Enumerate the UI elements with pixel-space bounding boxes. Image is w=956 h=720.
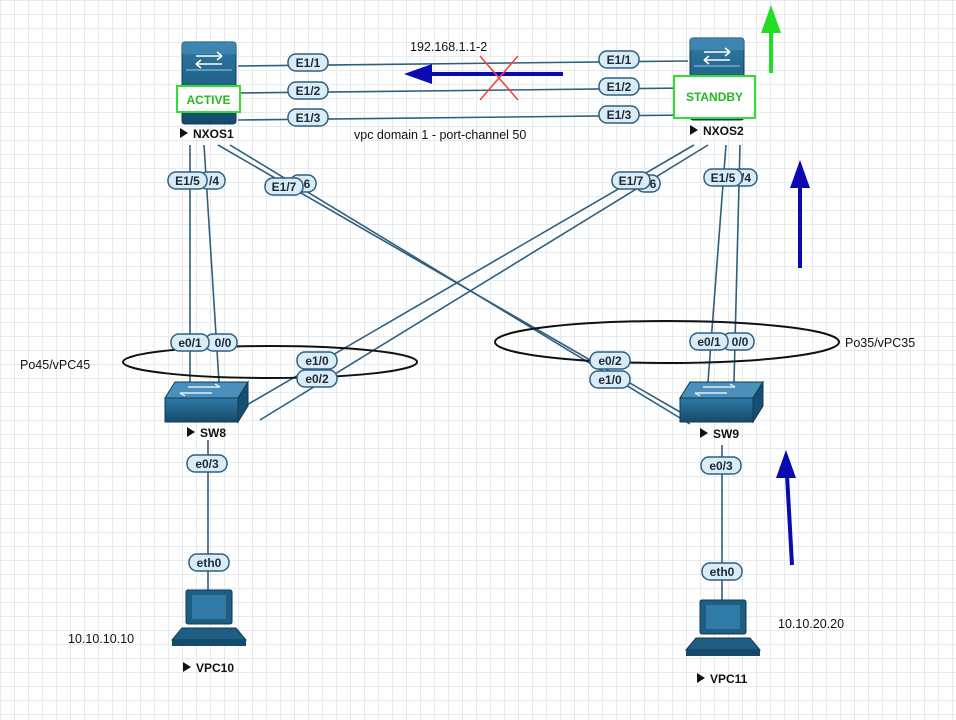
svg-text:e0/3: e0/3: [709, 459, 733, 473]
port-label: E1/5: [703, 168, 743, 187]
port-label: E1/2: [598, 77, 640, 96]
svg-text:e1/0: e1/0: [305, 354, 329, 368]
svg-text:E1/2: E1/2: [607, 80, 632, 94]
svg-text:/4: /4: [741, 171, 751, 185]
port-label: e0/2: [296, 369, 338, 388]
status-badge-standby: STANDBY: [673, 75, 756, 119]
vpc-domain-annotation: vpc domain 1 - port-channel 50: [354, 128, 526, 142]
vpc10-ip-annotation: 10.10.10.10: [68, 632, 134, 646]
port-label: E1/1: [598, 50, 640, 69]
pc-icon[interactable]: [684, 599, 762, 656]
port-label: eth0: [701, 562, 743, 581]
svg-text:e0/1: e0/1: [697, 335, 721, 349]
play-triangle-icon: [183, 662, 191, 672]
port-channel-ellipse-po45: [122, 345, 418, 379]
switch-icon[interactable]: [679, 380, 764, 424]
svg-text:e0/1: e0/1: [178, 336, 202, 350]
svg-text:0/0: 0/0: [732, 335, 749, 349]
node-label-nxos2: NXOS2: [703, 124, 744, 138]
port-label: e0/3: [186, 454, 228, 473]
ports: E1/1 E1/2 E1/3 E1/1 E1/2 E1/3 /4 E1/5 6 …: [167, 50, 758, 581]
svg-text:e0/3: e0/3: [195, 457, 219, 471]
node-label-vpc11: VPC11: [710, 672, 748, 686]
po35-annotation: Po35/vPC35: [845, 336, 915, 350]
port-label: E1/1: [287, 53, 329, 72]
status-standby-label: STANDBY: [686, 90, 743, 104]
svg-text:6: 6: [304, 177, 311, 191]
port-label: e0/3: [700, 456, 742, 475]
arrow-left-icon: [404, 64, 563, 84]
arrow-up-icon: [776, 450, 796, 566]
svg-text:E1/1: E1/1: [296, 56, 321, 70]
svg-text:6: 6: [650, 177, 657, 191]
port-label: e1/0: [589, 370, 631, 389]
port-label: e0/1: [689, 332, 729, 351]
arrow-up-icon: [761, 5, 781, 73]
svg-text:e0/2: e0/2: [305, 372, 329, 386]
svg-text:E1/7: E1/7: [619, 174, 644, 188]
node-label-nxos1: NXOS1: [193, 127, 234, 141]
port-label: E1/2: [287, 81, 329, 100]
links: [189, 60, 741, 605]
failure-x-icon: [479, 55, 519, 101]
port-label: e1/0: [296, 351, 338, 370]
play-triangle-icon: [697, 673, 705, 683]
svg-text:E1/1: E1/1: [607, 53, 632, 67]
svg-text:E1/5: E1/5: [175, 174, 200, 188]
svg-text:/4: /4: [209, 174, 219, 188]
po45-annotation: Po45/vPC45: [20, 358, 90, 372]
svg-text:E1/5: E1/5: [711, 171, 736, 185]
svg-text:E1/3: E1/3: [296, 111, 321, 125]
pc-icon[interactable]: [170, 589, 248, 646]
play-triangle-icon: [187, 427, 195, 437]
play-triangle-icon: [690, 125, 698, 135]
port-label: E1/3: [598, 105, 640, 124]
node-label-sw9: SW9: [713, 427, 739, 441]
port-label: e0/1: [170, 333, 210, 352]
svg-text:e1/0: e1/0: [598, 373, 622, 387]
svg-text:E1/2: E1/2: [296, 84, 321, 98]
port-channel-ellipse-po35: [494, 320, 840, 364]
svg-text:E1/3: E1/3: [607, 108, 632, 122]
vpc11-ip-annotation: 10.10.20.20: [778, 617, 844, 631]
svg-text:eth0: eth0: [197, 556, 222, 570]
port-label: eth0: [188, 553, 230, 572]
port-label: E1/3: [287, 108, 329, 127]
port-label: 0/0: [204, 333, 238, 352]
port-label: E1/7: [611, 171, 651, 190]
peer-ip-annotation: 192.168.1.1-2: [410, 40, 487, 54]
port-label: E1/7: [264, 177, 304, 196]
port-label: e0/2: [589, 351, 631, 370]
node-labels: NXOS1 NXOS2 SW8 SW9 VPC10 VPC11: [180, 124, 748, 686]
svg-text:E1/7: E1/7: [272, 180, 297, 194]
node-label-vpc10: VPC10: [196, 661, 234, 675]
play-triangle-icon: [700, 428, 708, 438]
switch-icon[interactable]: [164, 380, 249, 424]
svg-text:e0/2: e0/2: [598, 354, 622, 368]
svg-text:eth0: eth0: [710, 565, 735, 579]
status-active-label: ACTIVE: [186, 93, 230, 107]
play-triangle-icon: [180, 128, 188, 138]
arrow-up-icon: [790, 160, 810, 268]
node-label-sw8: SW8: [200, 426, 226, 440]
port-label: E1/5: [167, 171, 208, 190]
status-badge-active: ACTIVE: [176, 85, 241, 113]
port-label: 0/0: [721, 332, 755, 351]
svg-text:0/0: 0/0: [215, 336, 232, 350]
